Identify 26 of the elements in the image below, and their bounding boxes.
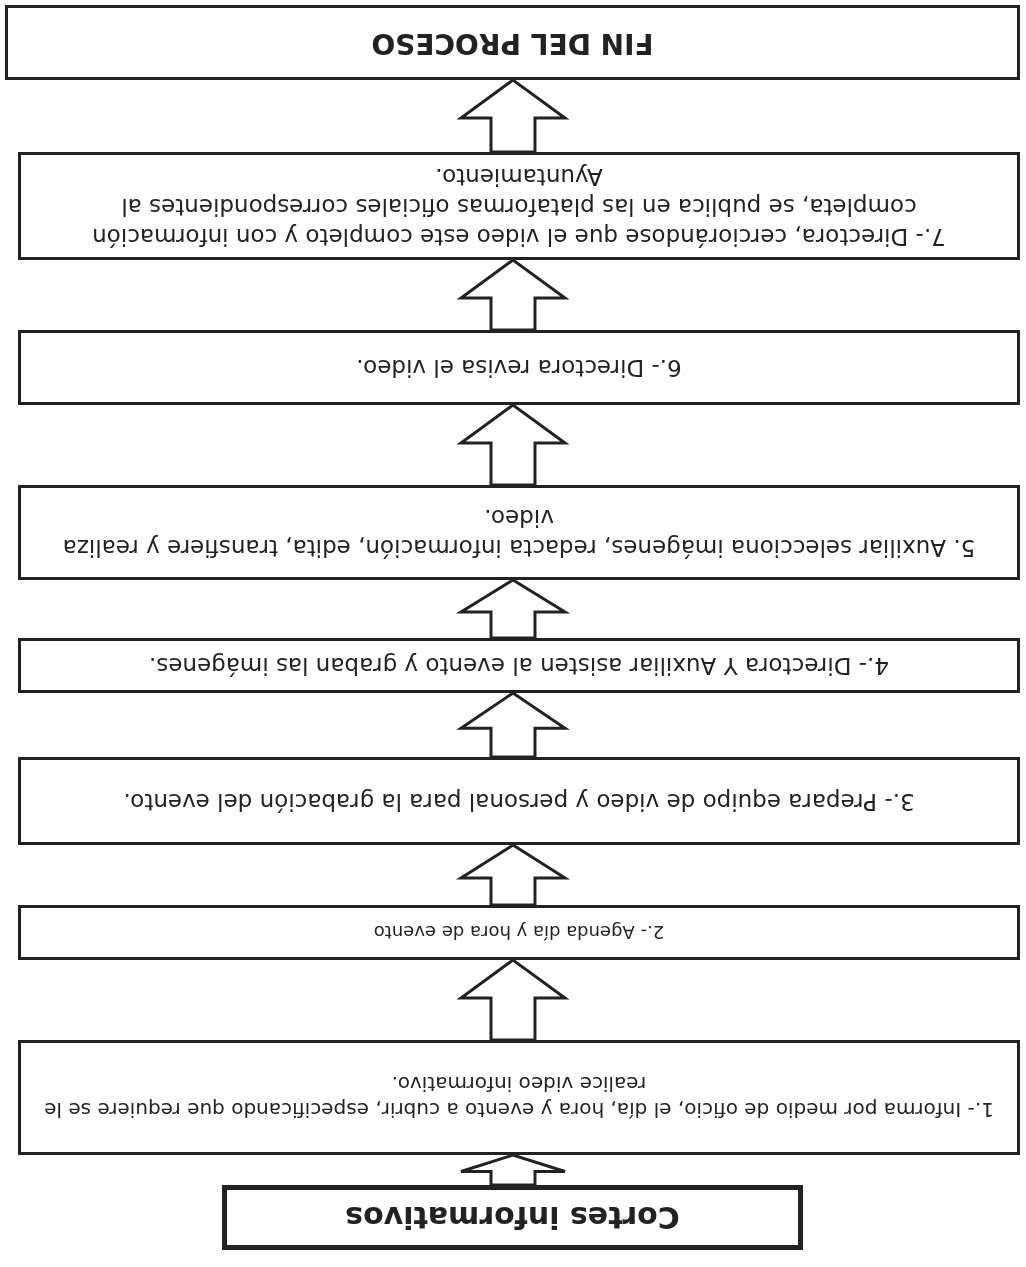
block-arrow — [456, 958, 570, 1042]
step-text: 6.- Directora revisa el video. — [356, 354, 682, 383]
step-text: 4.- Directora Y Auxiliar asisten al evento y graban las imágenes. — [149, 652, 889, 681]
block-arrow — [456, 691, 570, 759]
process-box — [18, 638, 1020, 693]
block-arrow — [459, 1153, 567, 1187]
end-box — [5, 5, 1020, 80]
process-box — [18, 330, 1020, 405]
step-text: 5. Auxiliar selecciona imágenes, redacta información, edita, transfiere y realiza video. — [61, 504, 977, 563]
process-box — [18, 485, 1020, 580]
process-box — [18, 152, 1020, 260]
step-text: 3.- Prepara equipo de video y personal para la grabación del evento. — [123, 787, 915, 816]
start-box — [222, 1185, 803, 1250]
block-arrow — [455, 578, 571, 640]
box-title: Cortes informativos — [345, 1199, 680, 1237]
step-text: 1.- Informa por medio de oficio, el día, hora y evento a cubrir, especificando que requiere se le realice video informativo. — [43, 1071, 995, 1124]
block-arrow — [456, 258, 570, 332]
step-text: 7.- Directora, cerciorándose que el video este completo y con información completa, se publica en las plataformas oficiales correspondientes al Ayuntamiento. — [91, 163, 947, 251]
block-arrow — [456, 78, 570, 154]
block-arrow — [456, 403, 570, 487]
process-box — [18, 757, 1020, 845]
process-box — [18, 1040, 1020, 1155]
process-box — [18, 905, 1020, 960]
block-arrow — [455, 843, 571, 907]
box-title: FIN DEL PROCESO — [371, 25, 654, 61]
step-text: 2.- Agenda día y hora de evento — [373, 921, 665, 945]
